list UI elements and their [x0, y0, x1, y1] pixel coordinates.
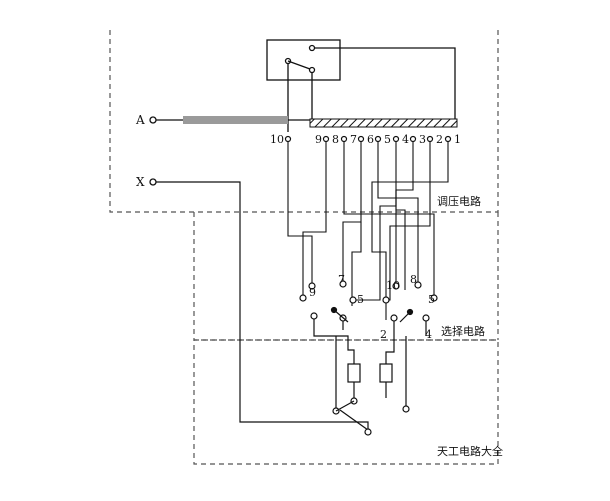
- selector-left-label-7: 7: [338, 273, 345, 286]
- tap-label-1: 1: [454, 133, 461, 146]
- tap-label-6: 6: [367, 133, 374, 146]
- terminal-x-label: X: [136, 175, 145, 189]
- switch-box: [266, 39, 456, 132]
- tap-label-4: 4: [402, 133, 409, 146]
- shaded-lead: [183, 116, 288, 124]
- tap-contact-10: [284, 135, 292, 143]
- watermark-text: 天工电路大全: [437, 444, 503, 458]
- dashed-enclosures: [109, 30, 499, 465]
- label-voltage-regulation: 调压电路: [437, 195, 481, 208]
- terminal-x: X: [136, 175, 369, 430]
- selector-right-label-4: 4: [425, 328, 432, 341]
- terminal-a-label: A: [135, 113, 145, 127]
- tap-label-10: 10: [270, 133, 284, 146]
- enclosure-top: [109, 30, 499, 213]
- contact-bar: [309, 118, 458, 128]
- terminal-a: A: [135, 113, 310, 127]
- tap-label-7: 7: [350, 133, 357, 146]
- selector-right-label-2: 2: [380, 328, 387, 341]
- selector-left: 9 7 5: [299, 273, 364, 342]
- selector-left-label-5: 5: [357, 293, 364, 306]
- tap-label-2: 2: [436, 133, 443, 146]
- selector-right: 10 8 5 2 4: [380, 273, 438, 341]
- selector-right-label-5: 5: [428, 293, 435, 306]
- label-selection-circuit: 选择电路: [441, 324, 485, 338]
- enclosure-bottom: [193, 339, 499, 465]
- tap-label-8: 8: [332, 133, 339, 146]
- tap-row: 10 9 8 7 6 5 4 3 2 1: [270, 133, 461, 146]
- selector-right-label-8: 8: [410, 273, 417, 286]
- selector-left-label-9: 9: [309, 286, 316, 299]
- resistor-left: [347, 363, 361, 383]
- tap-label-5: 5: [384, 133, 391, 146]
- tap-wiring: [287, 142, 449, 320]
- resistor-right: [379, 363, 393, 383]
- tap-label-3: 3: [419, 133, 426, 146]
- selector-right-label-10: 10: [386, 279, 400, 292]
- diverter-circuit: [332, 336, 410, 436]
- tap-label-9: 9: [315, 133, 322, 146]
